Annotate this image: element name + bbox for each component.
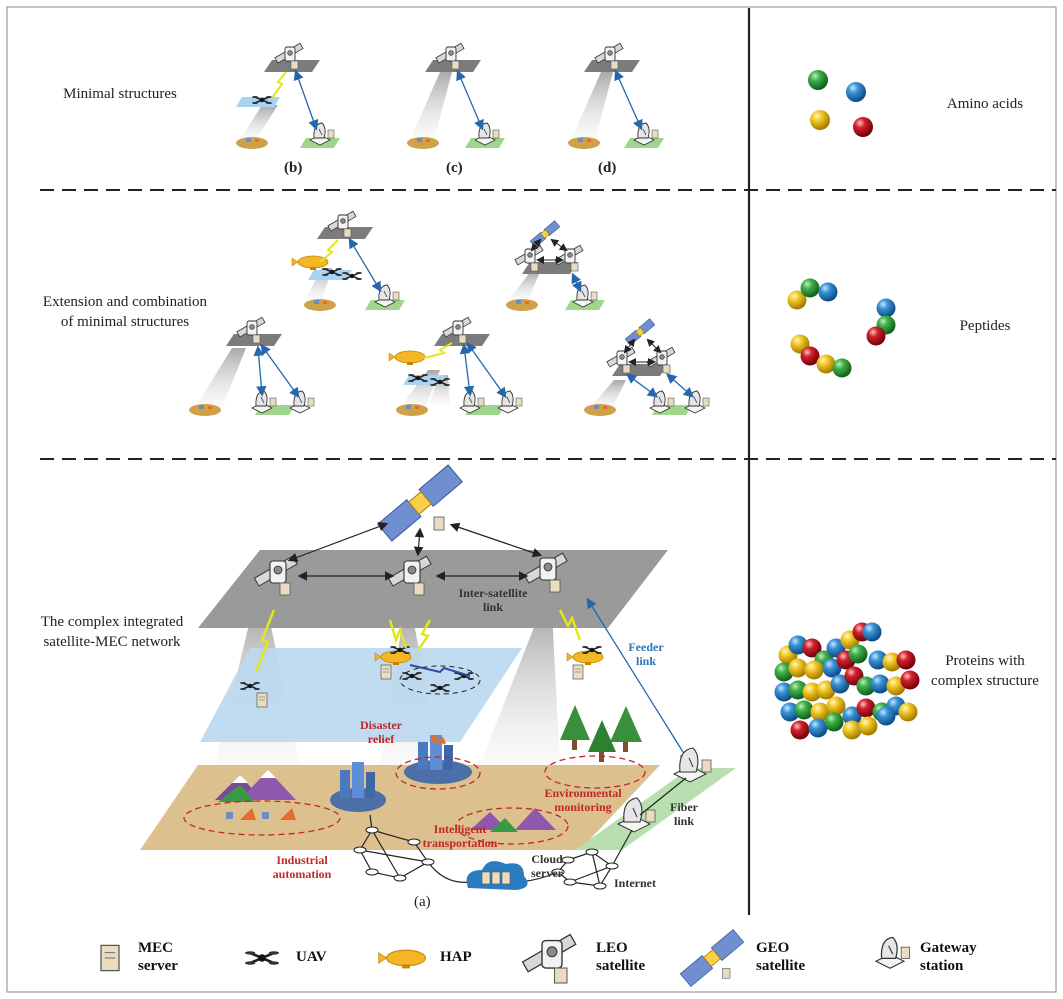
gateway-plane [575, 768, 736, 850]
protein-ball [774, 682, 794, 702]
protein-ball [896, 650, 916, 670]
subfig-label-a: (a) [414, 894, 431, 910]
protein-ball [788, 658, 808, 678]
annotation-cloud: Cloud server [531, 852, 563, 880]
protein-ball [804, 660, 824, 680]
annotation-intelligent: Intelligent transportation [422, 822, 498, 850]
legend-label-mec: MEC server [138, 940, 178, 974]
legend-label-leo: LEO satellite [596, 940, 646, 974]
protein-ball [868, 650, 888, 670]
protein-ball [824, 712, 844, 732]
subfigure-d [568, 42, 664, 149]
annotation-inter-satellite: Inter-satellite link [458, 586, 528, 614]
protein-ball [822, 658, 842, 678]
protein-ball [898, 702, 918, 722]
annotation-feeder: Feeder link [628, 640, 664, 668]
amino-acids-balls [808, 70, 873, 137]
extension-diagram-4 [388, 316, 523, 416]
protein-ball [790, 720, 810, 740]
subfig-label-d: (d) [598, 160, 617, 176]
protein-ball [900, 670, 920, 690]
row-label-minimal: Minimal structures [63, 86, 177, 102]
row-label-extension: Extension and combination of minimal str… [42, 294, 208, 330]
subfig-label-c: (c) [446, 160, 463, 176]
subfigure-c [407, 42, 505, 149]
legend-label-uav: UAV [296, 949, 327, 965]
extension-diagram-3 [189, 316, 315, 416]
annotation-disaster: Disaster relief [360, 718, 402, 746]
annotation-internet: Internet [614, 876, 656, 890]
peptides-balls [787, 278, 896, 378]
protein-ball [780, 702, 800, 722]
protein-ball [826, 696, 846, 716]
outer-frame [6, 6, 1057, 993]
protein-ball [870, 674, 890, 694]
protein-ball [802, 638, 822, 658]
proteins-balls [774, 622, 920, 740]
protein-ball [810, 702, 830, 722]
protein-ball [802, 682, 822, 702]
protein-ball [856, 676, 876, 696]
bio-label-peptides: Peptides [959, 318, 1011, 334]
protein-ball [794, 700, 814, 720]
legend-label-geo: GEO satellite [756, 940, 806, 974]
protein-ball [842, 706, 862, 726]
protein-ball [842, 720, 862, 740]
protein-ball [876, 706, 896, 726]
protein-ball [858, 716, 878, 736]
protein-ball [856, 698, 876, 718]
annotation-environmental: Environmental monitoring [544, 786, 622, 814]
bio-label-amino: Amino acids [946, 96, 1024, 112]
extension-diagram-2 [506, 220, 605, 311]
annotation-fiber: Fiber link [670, 800, 698, 828]
protein-ball [808, 718, 828, 738]
row-label-complex: The complex integrated satellite-MEC net… [40, 614, 184, 650]
protein-ball [862, 622, 882, 642]
legend-label-hap: HAP [440, 949, 472, 965]
complex-network-diagram [140, 464, 736, 890]
subfig-label-b: (b) [284, 160, 303, 176]
subfigure-b [236, 42, 340, 149]
protein-ball [830, 674, 850, 694]
extension-diagram-5 [584, 318, 710, 416]
protein-ball [848, 644, 868, 664]
protein-ball [882, 652, 902, 672]
bio-label-proteins: Proteins with complex structure [931, 653, 1039, 689]
annotation-industrial: Industrial automation [272, 853, 332, 881]
protein-ball [788, 680, 808, 700]
legend-label-gateway: Gateway station [920, 940, 977, 974]
extension-diagram-1 [291, 210, 405, 311]
